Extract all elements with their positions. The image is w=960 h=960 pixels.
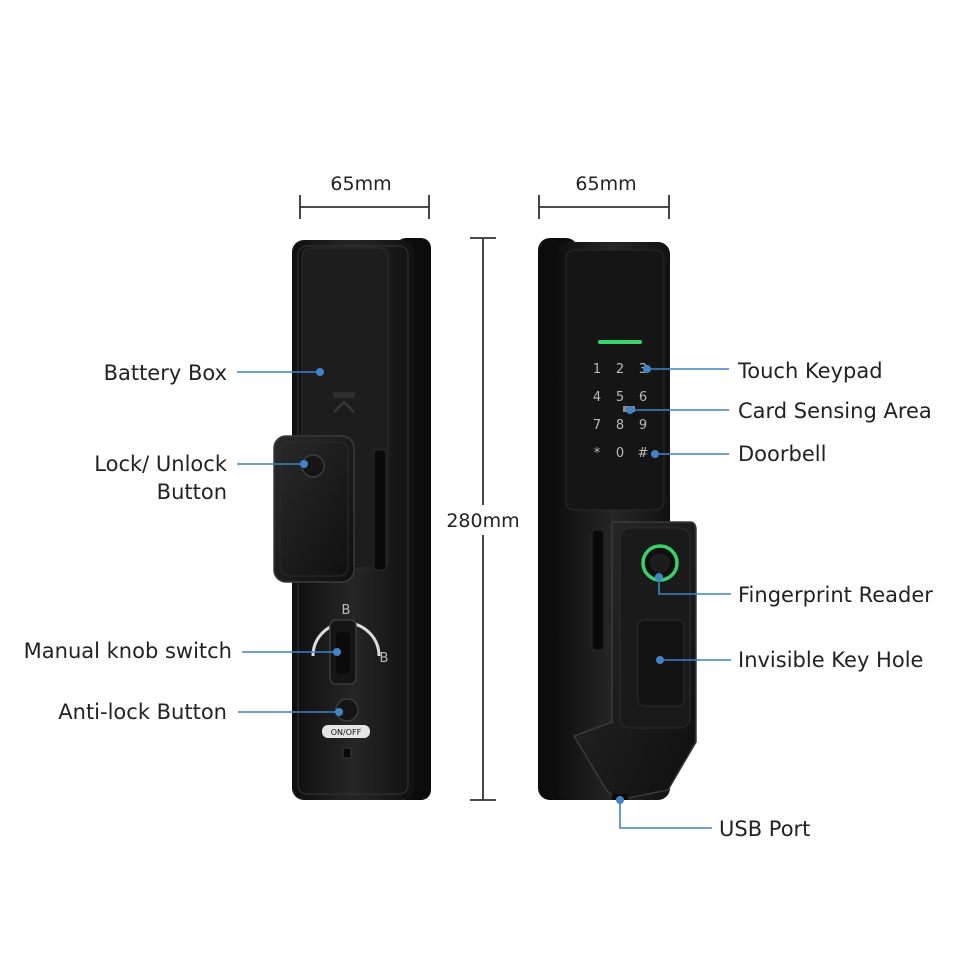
callout-doorbell: Doorbell [651, 442, 826, 466]
callout-touch-keypad: Touch Keypad [643, 359, 883, 383]
callout-usb-port: USB Port [616, 796, 810, 841]
key-4: 4 [593, 390, 601, 405]
callout-battery-box: Battery Box [104, 361, 324, 385]
width-dimension-left: 65mm [299, 173, 430, 219]
label-fingerprint: Fingerprint Reader [738, 583, 933, 607]
key-6: 6 [639, 390, 647, 405]
key-9: 9 [639, 418, 647, 433]
touch-keypad: 1 2 3 4 5 6 7 8 9 * 0 # [593, 362, 649, 461]
label-lock-unlock-1: Lock/ Unlock [94, 452, 228, 476]
exterior-lock-panel: 1 2 3 4 5 6 7 8 9 * 0 # [538, 238, 697, 800]
exterior-handle [572, 521, 697, 799]
width-dimension-right: 65mm [538, 173, 670, 219]
key-2: 2 [616, 362, 624, 377]
knob-mark-top: B [342, 603, 351, 618]
key-7: 7 [593, 418, 601, 433]
callout-fingerprint: Fingerprint Reader [655, 573, 933, 607]
callout-key-hole: Invisible Key Hole [656, 648, 923, 672]
callout-lock-unlock: Lock/ Unlock Button [94, 452, 308, 504]
key-3: 3 [639, 362, 647, 377]
label-lock-unlock-2: Button [157, 480, 227, 504]
key-5: 5 [616, 390, 624, 405]
key-star: * [594, 446, 601, 461]
knob-mark-right: B [380, 651, 389, 666]
width-label-right: 65mm [575, 173, 636, 195]
label-card-sensing: Card Sensing Area [738, 399, 932, 423]
key-0: 0 [616, 446, 624, 461]
key-hash: # [638, 446, 649, 461]
manual-knob-switch: B B [311, 603, 389, 685]
key-8: 8 [616, 418, 624, 433]
label-battery-box: Battery Box [104, 361, 227, 385]
status-indicator [598, 340, 642, 344]
label-manual-knob: Manual knob switch [24, 639, 232, 663]
label-touch-keypad: Touch Keypad [737, 359, 883, 383]
callout-card-sensing: Card Sensing Area [626, 399, 932, 423]
interior-lock-panel: B B ON/OFF [273, 238, 431, 800]
label-key-hole: Invisible Key Hole [738, 648, 923, 672]
key-1: 1 [593, 362, 601, 377]
callout-anti-lock: Anti-lock Button [58, 700, 343, 724]
label-anti-lock: Anti-lock Button [58, 700, 227, 724]
anti-lock-button: ON/OFF [322, 698, 370, 759]
label-doorbell: Doorbell [738, 442, 826, 466]
fingerprint-reader [641, 544, 679, 582]
height-label: 280mm [446, 510, 519, 532]
callout-manual-knob: Manual knob switch [24, 639, 341, 663]
height-dimension: 280mm [442, 237, 526, 801]
width-label-left: 65mm [330, 173, 391, 195]
label-usb-port: USB Port [719, 817, 810, 841]
lock-unlock-button [273, 435, 355, 583]
onoff-label: ON/OFF [331, 728, 362, 737]
